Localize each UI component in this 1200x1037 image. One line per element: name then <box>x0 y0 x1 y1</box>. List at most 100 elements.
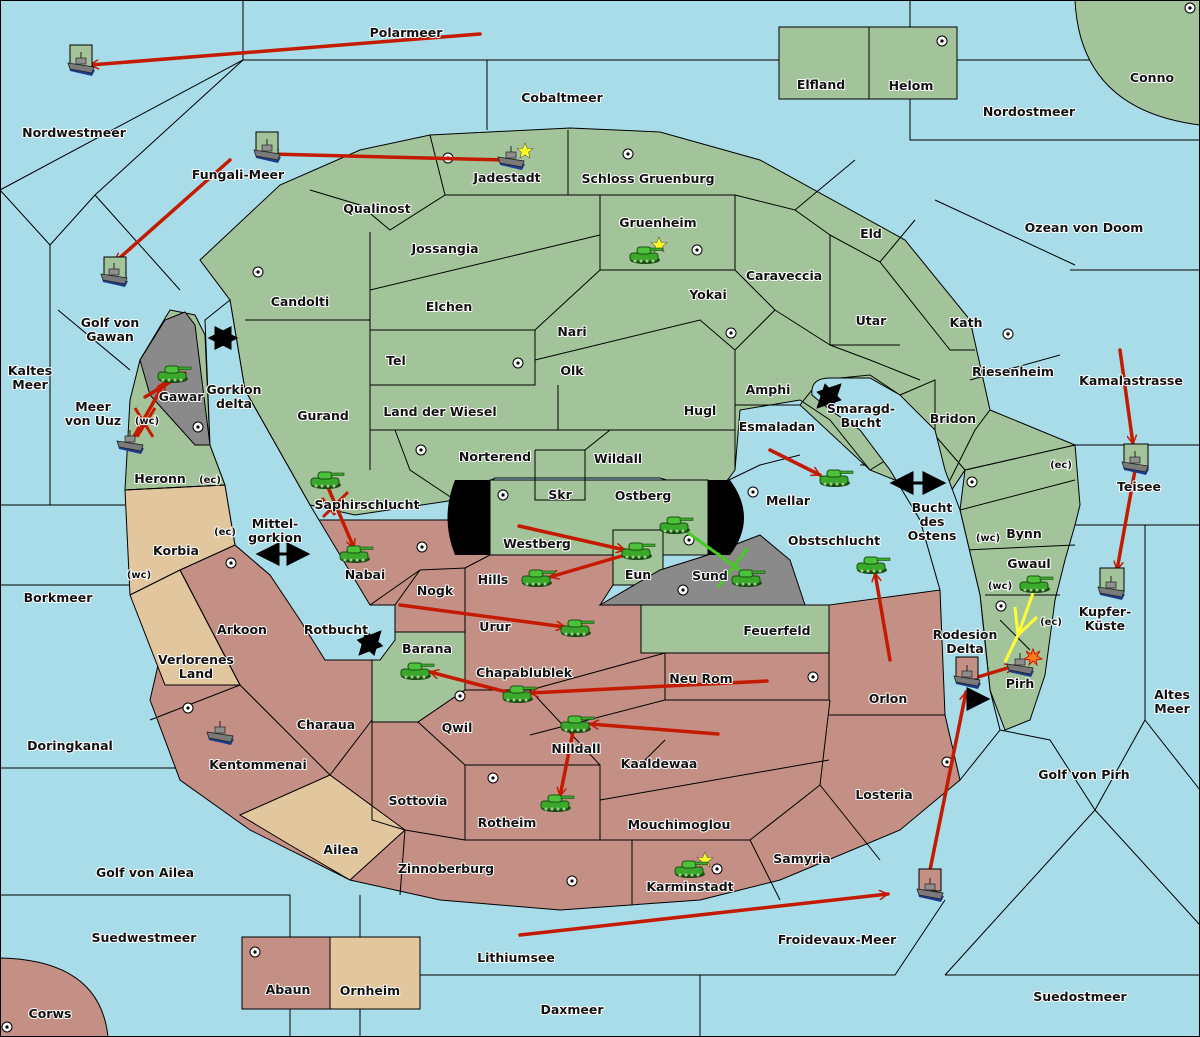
move-arrow <box>268 154 507 162</box>
label-corws: Corws <box>29 1006 72 1021</box>
move-arrow <box>528 679 769 693</box>
supply-center-icon <box>1 1021 13 1033</box>
label-daxmeer: Daxmeer <box>540 1002 604 1017</box>
supply-center-icon <box>182 702 194 714</box>
label-qualinost: Qualinost <box>343 201 410 216</box>
label-suedwestmeer: Suedwestmeer <box>92 930 198 945</box>
label-gorkion-delta: Gorkion <box>206 382 261 397</box>
label-rotbucht: Rotbucht <box>304 622 368 637</box>
supply-center-icon <box>807 671 819 683</box>
label-bynn: Bynn <box>1006 526 1041 541</box>
supply-center-icon <box>1184 2 1196 14</box>
label-orlon: Orlon <box>869 691 908 706</box>
label-eld: Eld <box>860 226 882 241</box>
label-rodesion-delta: Delta <box>946 641 984 656</box>
label-rodesion-delta: Rodesion <box>933 627 998 642</box>
move-arrow <box>518 894 890 937</box>
label-conno: Conno <box>1130 70 1175 85</box>
label-saphirschlucht: Saphirschlucht <box>315 497 420 512</box>
label-tel: Tel <box>386 353 406 368</box>
label-golf-von-pirh: Golf von Pirh <box>1038 767 1129 782</box>
move-arrow <box>88 32 482 65</box>
supply-center-icon <box>512 357 524 369</box>
move-arrow <box>398 603 567 627</box>
move-arrow <box>1117 468 1137 572</box>
label-gwaul: Gwaul <box>1007 556 1050 571</box>
label-norterend: Norterend <box>459 449 531 464</box>
label-suedostmeer: Suedostmeer <box>1033 989 1127 1004</box>
label-zinnoberburg: Zinnoberburg <box>398 861 494 876</box>
label-gruenheim: Gruenheim <box>619 215 696 230</box>
label-kaltes-meer: Meer <box>12 377 48 392</box>
coast-marker-bynn-ec: (ec) <box>1050 460 1072 471</box>
coast-marker-korbia-wc: (wc) <box>127 570 151 581</box>
label-nabai: Nabai <box>345 567 386 582</box>
label-barana: Barana <box>402 641 452 656</box>
move-arrow <box>130 380 167 442</box>
coast-markers: (wc) (ec) (ec) (wc) (ec) (wc) (wc) (ec) <box>126 415 1073 629</box>
label-teisee: Teisee <box>1117 479 1161 494</box>
label-kaaldewaa: Kaaldewaa <box>621 756 698 771</box>
label-smaragd-bucht: Smaragd- <box>827 401 895 416</box>
label-verlorenes-land: Verlorenes <box>158 652 234 667</box>
supply-center-icon <box>622 148 634 160</box>
neutral-territories <box>124 484 406 881</box>
label-neu-rom: Neu Rom <box>669 671 732 686</box>
supply-center-icon <box>725 327 737 339</box>
supply-center-icon <box>497 489 509 501</box>
coast-marker-heronn-wc: (wc) <box>135 416 159 427</box>
label-land-der-wiesel: Land der Wiesel <box>383 404 496 419</box>
coast-marker-heronn-ec: (ec) <box>199 475 221 486</box>
label-nilldall: Nilldall <box>551 741 600 756</box>
supply-center-icon <box>225 557 237 569</box>
label-korbia: Korbia <box>153 543 199 558</box>
territory-labels: Polarmeer Cobaltmeer Nordwestmeer Fungal… <box>7 24 1192 1022</box>
label-nogk: Nogk <box>417 583 454 598</box>
label-feuerfeld: Feuerfeld <box>743 623 810 638</box>
label-kentommenai: Kentommenai <box>209 757 307 772</box>
label-nordwestmeer: Nordwestmeer <box>22 125 127 140</box>
label-jossangia: Jossangia <box>410 241 478 256</box>
move-arrow <box>928 690 966 872</box>
coast-marker-gwaul-ec: (ec) <box>1040 617 1062 628</box>
label-arkoon: Arkoon <box>217 622 267 637</box>
label-bucht-des-ostens: Bucht <box>912 500 953 515</box>
label-gurand: Gurand <box>297 408 349 423</box>
label-amphi: Amphi <box>746 382 791 397</box>
label-esmaladan: Esmaladan <box>739 419 815 434</box>
label-charaua: Charaua <box>297 717 355 732</box>
label-kupfer-kueste: Küste <box>1085 618 1125 633</box>
label-riesenheim: Riesenheim <box>972 364 1054 379</box>
label-elfland: Elfland <box>797 77 845 92</box>
label-jadestadt: Jadestadt <box>472 170 540 185</box>
label-golf-von-gawan: Golf von <box>81 315 140 330</box>
label-sottovia: Sottovia <box>389 793 448 808</box>
move-arrow <box>113 158 232 264</box>
supply-center-icon <box>487 772 499 784</box>
label-doringkanal: Doringkanal <box>27 738 113 753</box>
label-karminstadt: Karminstadt <box>646 879 733 894</box>
label-gawar: Gawar <box>159 389 205 404</box>
supply-center-icon <box>691 244 703 256</box>
label-froidevaux-meer: Froidevaux-Meer <box>778 932 897 947</box>
label-rotheim: Rotheim <box>478 815 537 830</box>
label-kupfer-kueste: Kupfer- <box>1079 604 1132 619</box>
label-fungali-meer: Fungali-Meer <box>192 167 285 182</box>
label-wildall: Wildall <box>594 451 642 466</box>
label-meer-von-uuz: von Uuz <box>65 413 121 428</box>
supply-center-icon <box>747 486 759 498</box>
label-nari: Nari <box>557 324 586 339</box>
label-candolti: Candolti <box>271 294 330 309</box>
label-golf-von-gawan: Gawan <box>86 329 134 344</box>
label-schloss-gruenburg: Schloss Gruenburg <box>581 171 714 186</box>
label-mouchimoglou: Mouchimoglou <box>628 817 731 832</box>
supply-center-icon <box>566 875 578 887</box>
supply-center-icon <box>966 476 978 488</box>
label-lithiumsee: Lithiumsee <box>477 950 555 965</box>
move-arrow <box>428 672 520 697</box>
label-ailea: Ailea <box>323 842 358 857</box>
adjacency-arrows <box>207 326 991 711</box>
